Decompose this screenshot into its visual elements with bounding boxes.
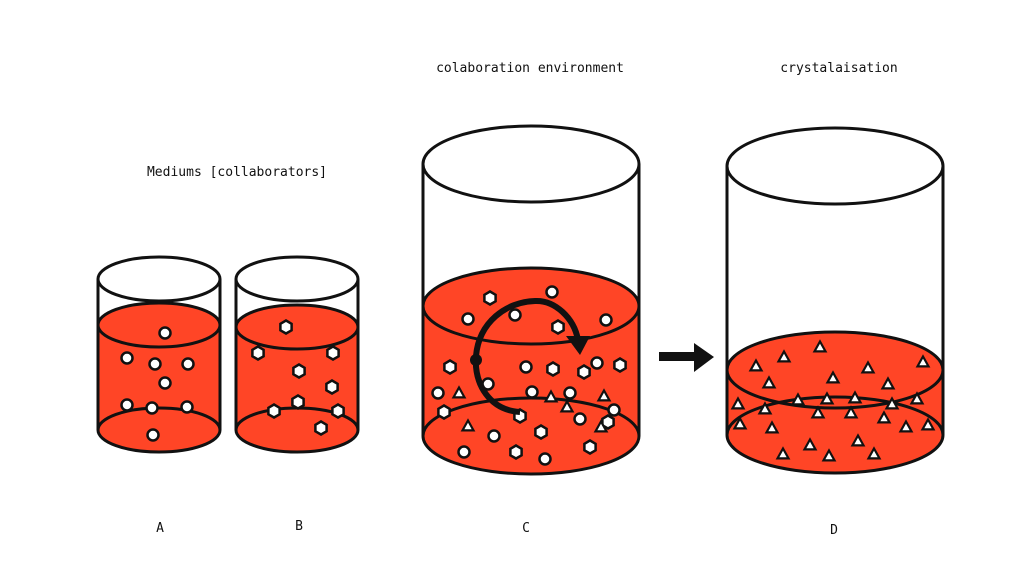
triangle-particle xyxy=(790,392,806,406)
beaker-c xyxy=(421,124,641,476)
circle-particle xyxy=(519,360,533,374)
triangle-particle xyxy=(843,405,859,419)
circle-particle xyxy=(148,357,162,371)
hexagon-particle xyxy=(292,363,306,379)
circle-particle xyxy=(431,386,445,400)
triangle-particle xyxy=(821,448,837,462)
circle-particle xyxy=(120,351,134,365)
hexagon-particle xyxy=(583,439,597,455)
hexagon-particle xyxy=(291,394,305,410)
beaker-label-d: D xyxy=(830,523,838,538)
triangle-particle xyxy=(802,437,818,451)
circle-particle xyxy=(487,429,501,443)
triangle-particle xyxy=(775,446,791,460)
triangle-particle xyxy=(543,389,559,403)
liquid xyxy=(98,303,220,452)
hexagon-particle xyxy=(325,379,339,395)
hexagon-particle xyxy=(267,403,281,419)
stir-arrow-icon xyxy=(470,298,590,415)
beaker-rim xyxy=(725,126,945,206)
hexagon-particle xyxy=(331,403,345,419)
triangle-particle xyxy=(730,396,746,410)
hexagon-particle xyxy=(577,364,591,380)
triangle-particle xyxy=(915,354,931,368)
triangle-particle xyxy=(860,360,876,374)
circle-particle xyxy=(590,356,604,370)
beaker-rim xyxy=(234,255,360,303)
hexagon-particle xyxy=(279,319,293,335)
hexagon-particle xyxy=(251,345,265,361)
environment-title: colaboration environment xyxy=(436,61,624,76)
circle-particle xyxy=(573,412,587,426)
hexagon-particle xyxy=(613,357,627,373)
beaker-label-b: B xyxy=(295,519,303,534)
circle-particle xyxy=(180,400,194,414)
triangle-particle xyxy=(764,420,780,434)
triangle-particle xyxy=(460,418,476,432)
liquid xyxy=(727,332,943,473)
hexagon-particle xyxy=(443,359,457,375)
triangle-particle xyxy=(866,446,882,460)
beaker-a xyxy=(96,255,222,454)
hexagon-particle xyxy=(314,420,328,436)
circle-particle xyxy=(563,386,577,400)
triangle-particle xyxy=(776,349,792,363)
triangle-particle xyxy=(909,391,925,405)
triangle-particle xyxy=(732,416,748,430)
triangle-particle xyxy=(876,410,892,424)
circle-particle xyxy=(158,326,172,340)
hexagon-particle xyxy=(534,424,548,440)
beaker-label-a: A xyxy=(156,521,164,536)
circle-particle xyxy=(525,385,539,399)
hexagon-particle xyxy=(437,404,451,420)
beaker-d xyxy=(725,126,945,475)
hexagon-particle xyxy=(509,444,523,460)
hexagon-particle xyxy=(546,361,560,377)
beaker-rim xyxy=(96,255,222,303)
circle-particle xyxy=(508,308,522,322)
triangle-particle xyxy=(847,390,863,404)
beaker-b xyxy=(234,255,360,454)
process-arrow-icon xyxy=(659,343,714,372)
circle-particle xyxy=(599,313,613,327)
circle-particle xyxy=(461,312,475,326)
circle-particle xyxy=(607,403,621,417)
hexagon-particle xyxy=(551,319,565,335)
triangle-particle xyxy=(898,419,914,433)
beaker-rim xyxy=(421,124,641,204)
circle-particle xyxy=(457,445,471,459)
triangle-particle xyxy=(757,401,773,415)
triangle-particle xyxy=(593,419,609,433)
crystallisation-title: crystalaisation xyxy=(780,61,897,76)
triangle-particle xyxy=(559,399,575,413)
circle-particle xyxy=(145,401,159,415)
triangle-particle xyxy=(761,375,777,389)
triangle-particle xyxy=(920,417,936,431)
circle-particle xyxy=(545,285,559,299)
hexagon-particle xyxy=(601,414,615,430)
beaker-label-c: C xyxy=(522,521,530,536)
hexagon-particle xyxy=(483,290,497,306)
mediums-title: Mediums [collaborators] xyxy=(147,165,327,180)
circle-particle xyxy=(146,428,160,442)
circle-particle xyxy=(120,398,134,412)
triangle-particle xyxy=(850,433,866,447)
hexagon-particle xyxy=(326,345,340,361)
circle-particle xyxy=(158,376,172,390)
triangle-particle xyxy=(451,385,467,399)
triangle-particle xyxy=(884,396,900,410)
circle-particle xyxy=(538,452,552,466)
triangle-particle xyxy=(812,339,828,353)
triangle-particle xyxy=(880,376,896,390)
triangle-particle xyxy=(810,405,826,419)
liquid xyxy=(236,305,358,452)
triangle-particle xyxy=(596,388,612,402)
triangle-particle xyxy=(819,391,835,405)
triangle-particle xyxy=(748,358,764,372)
triangle-particle xyxy=(825,370,841,384)
circle-particle xyxy=(181,357,195,371)
